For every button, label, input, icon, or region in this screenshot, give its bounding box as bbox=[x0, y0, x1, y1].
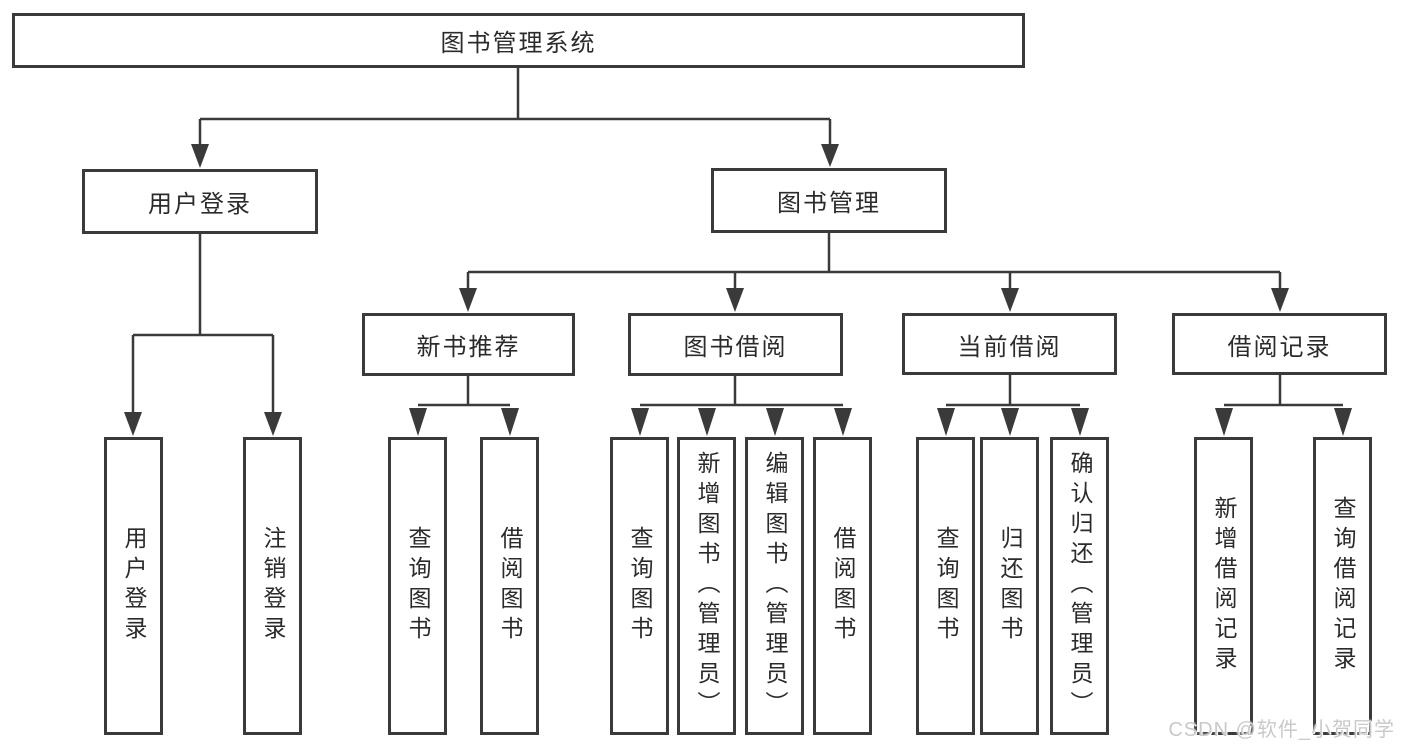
leaf-confirm-return-admin: 确认归还（管理员） bbox=[1050, 437, 1109, 735]
node-book-management: 图书管理 bbox=[711, 168, 947, 233]
leaf-borrow-books-1: 借阅图书 bbox=[480, 437, 539, 735]
leaf-borrow-books-2-label: 借阅图书 bbox=[830, 526, 856, 646]
leaf-query-books-3-label: 查询图书 bbox=[933, 526, 959, 646]
leaf-confirm-return-admin-label: 确认归还（管理员） bbox=[1067, 451, 1093, 721]
node-root: 图书管理系统 bbox=[12, 13, 1025, 68]
leaf-add-books-admin: 新增图书（管理员） bbox=[677, 437, 736, 735]
node-user-login: 用户登录 bbox=[82, 169, 318, 234]
leaf-add-borrow-record-label: 新增借阅记录 bbox=[1211, 496, 1237, 676]
leaf-user-login: 用户登录 bbox=[104, 437, 163, 735]
leaf-query-books-2: 查询图书 bbox=[610, 437, 669, 735]
node-borrowing-records-label: 借阅记录 bbox=[1227, 333, 1332, 361]
leaf-logout: 注销登录 bbox=[243, 437, 302, 735]
leaf-edit-books-admin: 编辑图书（管理员） bbox=[745, 437, 804, 735]
node-book-borrowing-label: 图书借阅 bbox=[683, 334, 788, 361]
watermark-text: CSDN @软件_小贺同学 bbox=[1168, 719, 1395, 741]
leaf-query-books-1-label: 查询图书 bbox=[405, 526, 431, 646]
leaf-user-login-label: 用户登录 bbox=[121, 526, 147, 646]
node-new-book-recommend-label: 新书推荐 bbox=[416, 334, 521, 361]
node-new-book-recommend: 新书推荐 bbox=[362, 313, 575, 376]
leaf-query-borrow-record: 查询借阅记录 bbox=[1313, 437, 1372, 735]
leaf-logout-label: 注销登录 bbox=[260, 526, 286, 646]
leaf-return-books: 归还图书 bbox=[980, 437, 1039, 735]
leaf-query-books-1: 查询图书 bbox=[388, 437, 447, 735]
node-borrowing-records: 借阅记录 bbox=[1172, 313, 1387, 375]
leaf-add-books-admin-label: 新增图书（管理员） bbox=[694, 451, 720, 721]
leaf-query-books-3: 查询图书 bbox=[916, 437, 975, 735]
node-current-borrowing-label: 当前借阅 bbox=[957, 333, 1062, 361]
node-root-label: 图书管理系统 bbox=[440, 30, 597, 57]
node-book-borrowing: 图书借阅 bbox=[628, 313, 843, 376]
leaf-query-borrow-record-label: 查询借阅记录 bbox=[1330, 496, 1356, 676]
node-user-login-label: 用户登录 bbox=[148, 191, 252, 218]
leaf-query-books-2-label: 查询图书 bbox=[627, 526, 653, 646]
leaf-return-books-label: 归还图书 bbox=[997, 526, 1023, 646]
leaf-borrow-books-2: 借阅图书 bbox=[813, 437, 872, 735]
node-current-borrowing: 当前借阅 bbox=[902, 313, 1117, 375]
node-book-management-label: 图书管理 bbox=[777, 190, 881, 217]
leaf-borrow-books-1-label: 借阅图书 bbox=[497, 526, 523, 646]
leaf-edit-books-admin-label: 编辑图书（管理员） bbox=[762, 451, 788, 721]
leaf-add-borrow-record: 新增借阅记录 bbox=[1194, 437, 1253, 735]
